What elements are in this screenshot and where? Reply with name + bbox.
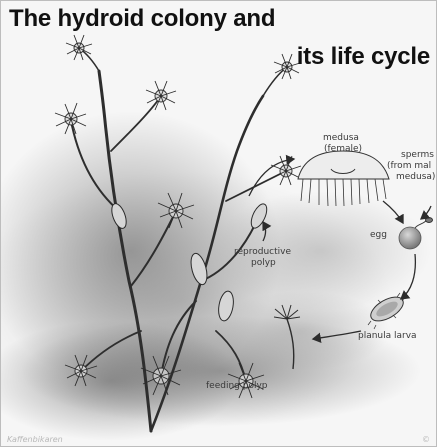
title-line-2: its life cycle <box>297 43 430 71</box>
label-reproductive-polyp: polyp <box>251 258 276 268</box>
egg-icon <box>399 227 421 249</box>
label-sperms-source-1: (from mal <box>387 161 431 171</box>
label-medusa: medusa <box>323 133 359 143</box>
artist-credit: Kaffenbikaren <box>7 435 63 444</box>
label-reproductive: reproductive <box>234 247 291 257</box>
label-feeding-polyp: feeding polyp <box>206 381 268 391</box>
copyright-mark: © <box>422 435 430 444</box>
label-egg: egg <box>370 230 387 240</box>
label-sperms: sperms <box>401 150 434 160</box>
label-sperms-source-2: medusa) <box>396 172 435 182</box>
label-planula-larva: planula larva <box>358 331 417 341</box>
title-line-1: The hydroid colony and <box>9 5 275 33</box>
label-medusa-female: (female) <box>324 144 362 154</box>
